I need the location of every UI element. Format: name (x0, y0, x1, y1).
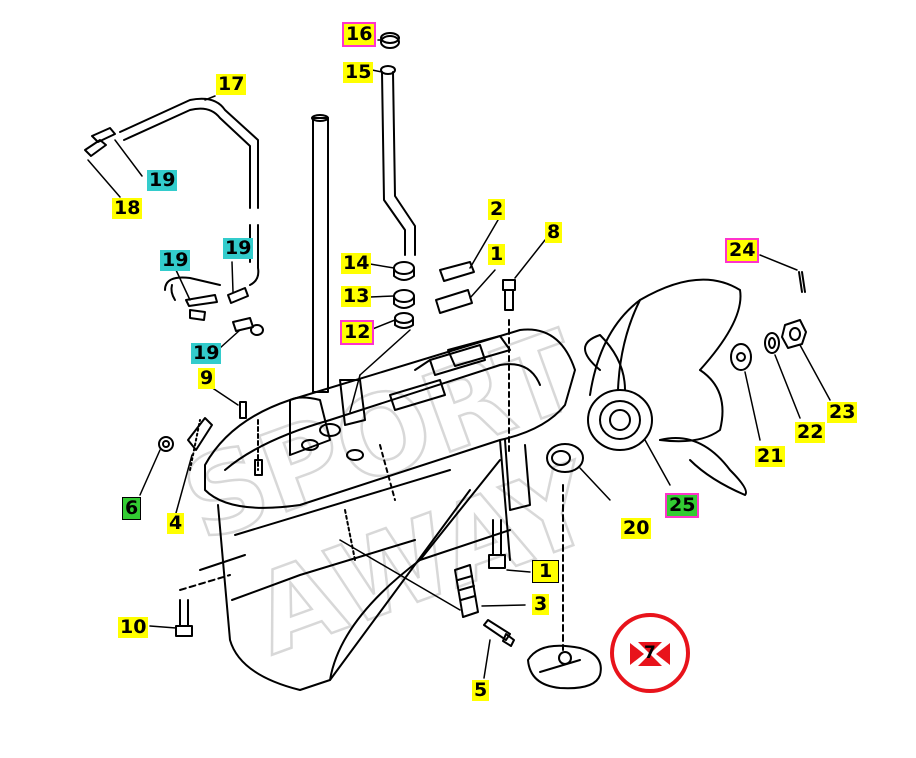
callout-10[interactable]: 10 (118, 616, 149, 638)
callout-8[interactable]: 8 (545, 221, 563, 243)
callout-2[interactable]: 2 (488, 198, 506, 220)
callout-17[interactable]: 17 (216, 73, 247, 95)
callout-6[interactable]: 6 (121, 497, 142, 520)
callout-15[interactable]: 15 (343, 61, 374, 83)
callout-18[interactable]: 18 (112, 197, 143, 219)
propeller (584, 278, 747, 496)
leader-lines (87, 39, 546, 679)
anode (339, 509, 479, 618)
marker-arrow-right (630, 643, 644, 665)
callout-14[interactable]: 14 (341, 252, 372, 274)
selected-part-ring (610, 613, 690, 693)
bolt-10 (175, 599, 193, 637)
connectors (84, 127, 264, 336)
callout-22[interactable]: 22 (795, 421, 826, 443)
callout-23[interactable]: 23 (827, 401, 858, 423)
marker-arrow-up (638, 654, 662, 666)
bolt-8 (502, 279, 516, 456)
callout-3[interactable]: 3 (532, 593, 550, 615)
prop-hardware (730, 254, 831, 441)
screw-5 (483, 619, 515, 647)
callout-13[interactable]: 13 (341, 285, 372, 307)
thrust-washer (546, 443, 611, 501)
water-tube (380, 32, 416, 256)
callout-4[interactable]: 4 (167, 512, 185, 534)
callout-21[interactable]: 21 (755, 445, 786, 467)
callout-1-top[interactable]: 1 (488, 243, 506, 265)
drive-shaft (311, 114, 329, 393)
callout-20[interactable]: 20 (621, 517, 652, 539)
callout-25[interactable]: 25 (664, 493, 700, 518)
lower-unit-housing (179, 328, 576, 691)
callout-24[interactable]: 24 (724, 238, 760, 263)
callout-7[interactable]: 7 (644, 643, 656, 663)
callout-19-top[interactable]: 19 (147, 169, 178, 191)
grommets (349, 261, 415, 413)
cover-plates (435, 261, 496, 314)
callout-19-mid[interactable]: 19 (223, 237, 254, 259)
callout-9[interactable]: 9 (198, 367, 216, 389)
selected-part-marker[interactable] (610, 613, 690, 693)
bolt-11 (488, 519, 506, 569)
callout-12[interactable]: 12 (339, 320, 375, 345)
callout-19-bottom[interactable]: 19 (191, 342, 222, 364)
callout-1-bottom[interactable]: 1 (531, 560, 560, 583)
marker-arrow-down (638, 642, 662, 654)
marker-arrow-left (656, 643, 670, 665)
small-fasteners (158, 401, 263, 476)
watermark: SPORT AWAY (167, 305, 613, 681)
callout-5[interactable]: 5 (472, 679, 490, 701)
callout-19-left[interactable]: 19 (160, 249, 191, 271)
trim-tab (527, 484, 602, 690)
callout-16[interactable]: 16 (341, 22, 377, 47)
